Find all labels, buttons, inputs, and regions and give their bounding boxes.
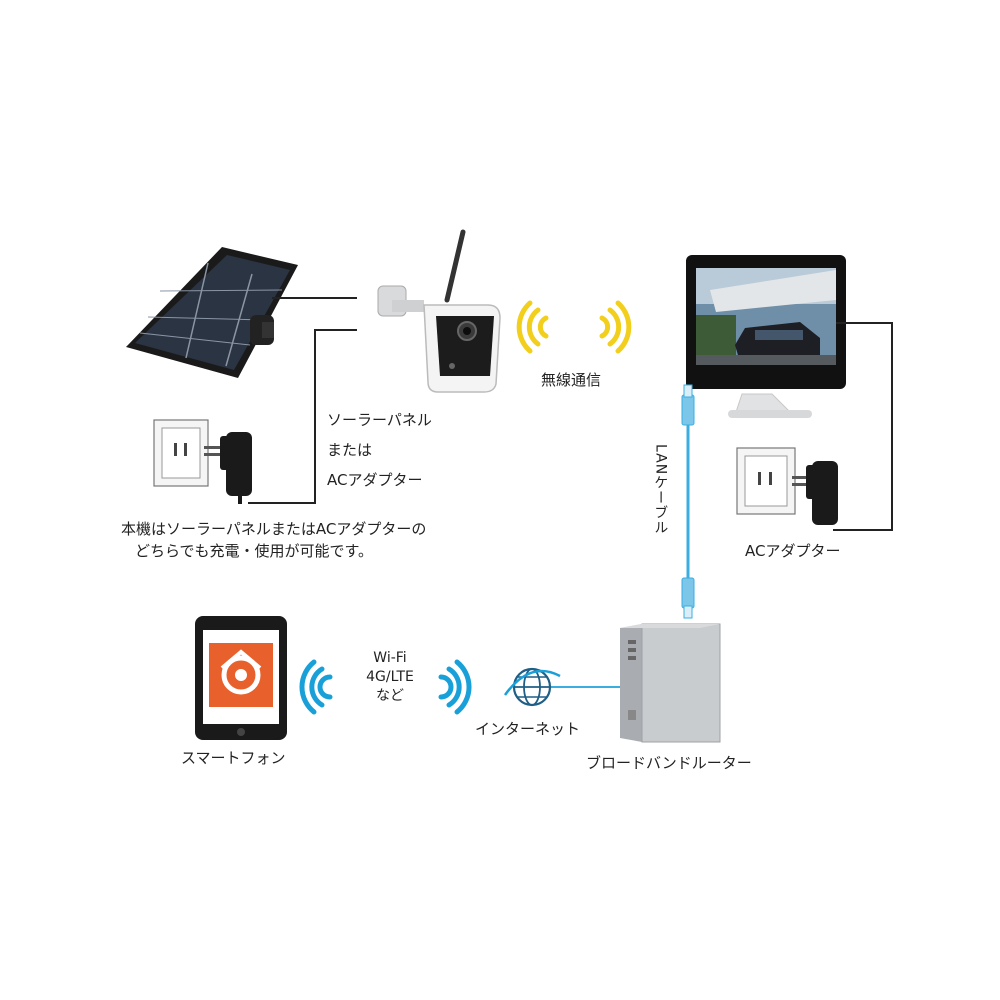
wall-outlet-right (736, 447, 796, 515)
power-source-line-2: または (327, 440, 373, 459)
camera-adapter-cable (248, 329, 357, 504)
lan-cable-label: LANケーブル (652, 444, 669, 536)
power-source-label: ソーラーパネル または ACアダプター (327, 410, 432, 491)
charging-note: 本機はソーラーパネルまたはACアダプターの どちらでも充電・使用が可能です。 (121, 519, 426, 563)
wireless-waves-left (516, 300, 549, 354)
charging-note-line-1: 本機はソーラーパネルまたはACアダプターの (121, 520, 427, 538)
router-label: ブロードバンドルーター (586, 754, 752, 772)
internet-label: インターネット (475, 720, 581, 738)
power-source-line-1: ソーラーパネル (327, 411, 432, 429)
security-camera (377, 229, 501, 393)
wireless-label: 無線通信 (541, 371, 602, 389)
monitor-ac-adapter-label: ACアダプター (745, 542, 841, 560)
wireless-waves-right (599, 300, 632, 354)
wall-outlet-left (153, 419, 209, 487)
wifi-label-line-3: など (376, 687, 404, 704)
wifi-label: Wi-Fi 4G/LTE など (359, 649, 421, 706)
wifi-waves-left (299, 659, 333, 715)
ac-adapter-right (792, 461, 838, 525)
wifi-label-line-1: Wi-Fi (373, 650, 407, 666)
monitor-adapter-cable (833, 322, 893, 531)
lan-cable (681, 384, 695, 619)
ac-adapter-left (204, 432, 252, 504)
charging-note-line-2: どちらでも充電・使用が可能です。 (135, 541, 374, 560)
smartphone-label: スマートフォン (181, 749, 286, 767)
broadband-router (620, 623, 721, 743)
solar-panel (126, 247, 298, 378)
globe-icon (503, 667, 561, 707)
power-source-line-3: ACアダプター (327, 470, 423, 489)
monitor (686, 255, 846, 418)
wifi-waves-right (438, 659, 472, 715)
wifi-label-line-2: 4G/LTE (366, 668, 414, 685)
smartphone (195, 616, 287, 740)
